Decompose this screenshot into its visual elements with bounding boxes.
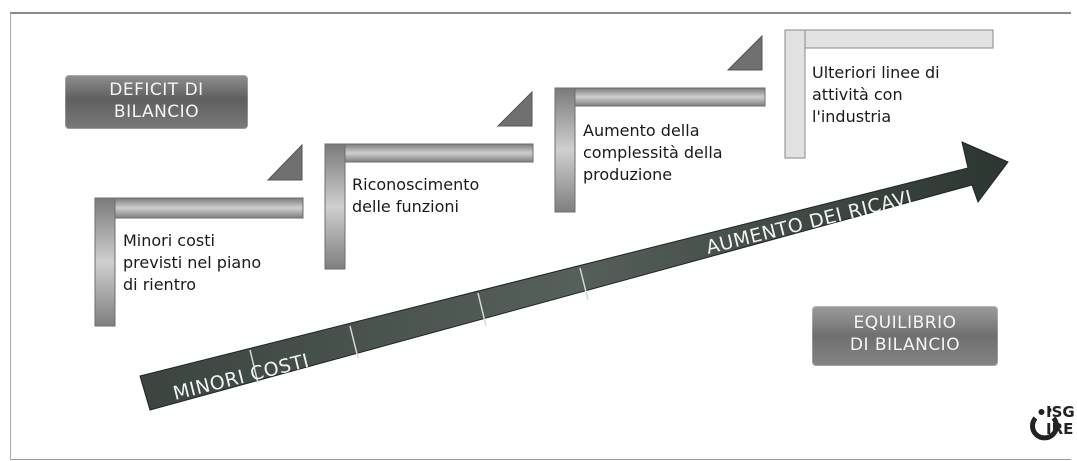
step-2-text: Riconoscimento delle funzioni: [352, 174, 479, 218]
step-2-bracket: [324, 90, 534, 270]
arrow-shape: [139, 141, 1009, 411]
step-1-text: Minori costi previsti nel piano di rient…: [123, 230, 261, 296]
diagram-frame: [10, 12, 1071, 460]
step-1-line-2: previsti nel piano: [123, 253, 262, 272]
deficit-line-1: DEFICIT DI: [109, 80, 204, 100]
deficit-badge: DEFICIT DI BILANCIO: [65, 75, 248, 129]
equilibrio-line-1: EQUILIBRIO: [853, 313, 957, 333]
step-1-line-3: di rientro: [123, 275, 196, 294]
step-3-line-1: Aumento della: [583, 121, 700, 140]
step-1-bracket: [94, 143, 304, 327]
step-4-line-1: Ulteriori linee di: [812, 63, 940, 82]
step-1-triangle: [266, 143, 303, 181]
step-3-line-3: produzione: [583, 165, 673, 184]
deficit-line-2: BILANCIO: [113, 102, 200, 122]
step-3-triangle: [726, 34, 763, 71]
step-3-bracket: [554, 34, 766, 213]
step-2-triangle: [496, 90, 533, 127]
equilibrio-line-2: DI BILANCIO: [849, 335, 961, 355]
step-4-line-3: l'industria: [812, 107, 892, 126]
step-1-line-1: Minori costi: [123, 231, 215, 250]
logo-icon: [1030, 408, 1059, 441]
equilibrio-badge: EQUILIBRIO DI BILANCIO: [812, 306, 998, 366]
arrow-right-label: AUMENTO DEI RICAVI: [704, 186, 915, 259]
logo-line-1: ISG: [1046, 403, 1075, 421]
step-3-line-2: complessità della: [583, 143, 723, 162]
step-3-text: Aumento della complessità della produzio…: [583, 120, 723, 186]
step-4-text: Ulteriori linee di attività con l'indust…: [812, 62, 940, 128]
step-2-line-1: Riconoscimento: [352, 175, 480, 194]
step-4-line-2: attività con: [812, 85, 903, 104]
step-4-bracket: [784, 29, 994, 159]
logo-line-2: IRE: [1046, 420, 1074, 438]
logo-text: ISG IRE: [1046, 404, 1075, 438]
step-2-line-2: delle funzioni: [352, 197, 459, 216]
